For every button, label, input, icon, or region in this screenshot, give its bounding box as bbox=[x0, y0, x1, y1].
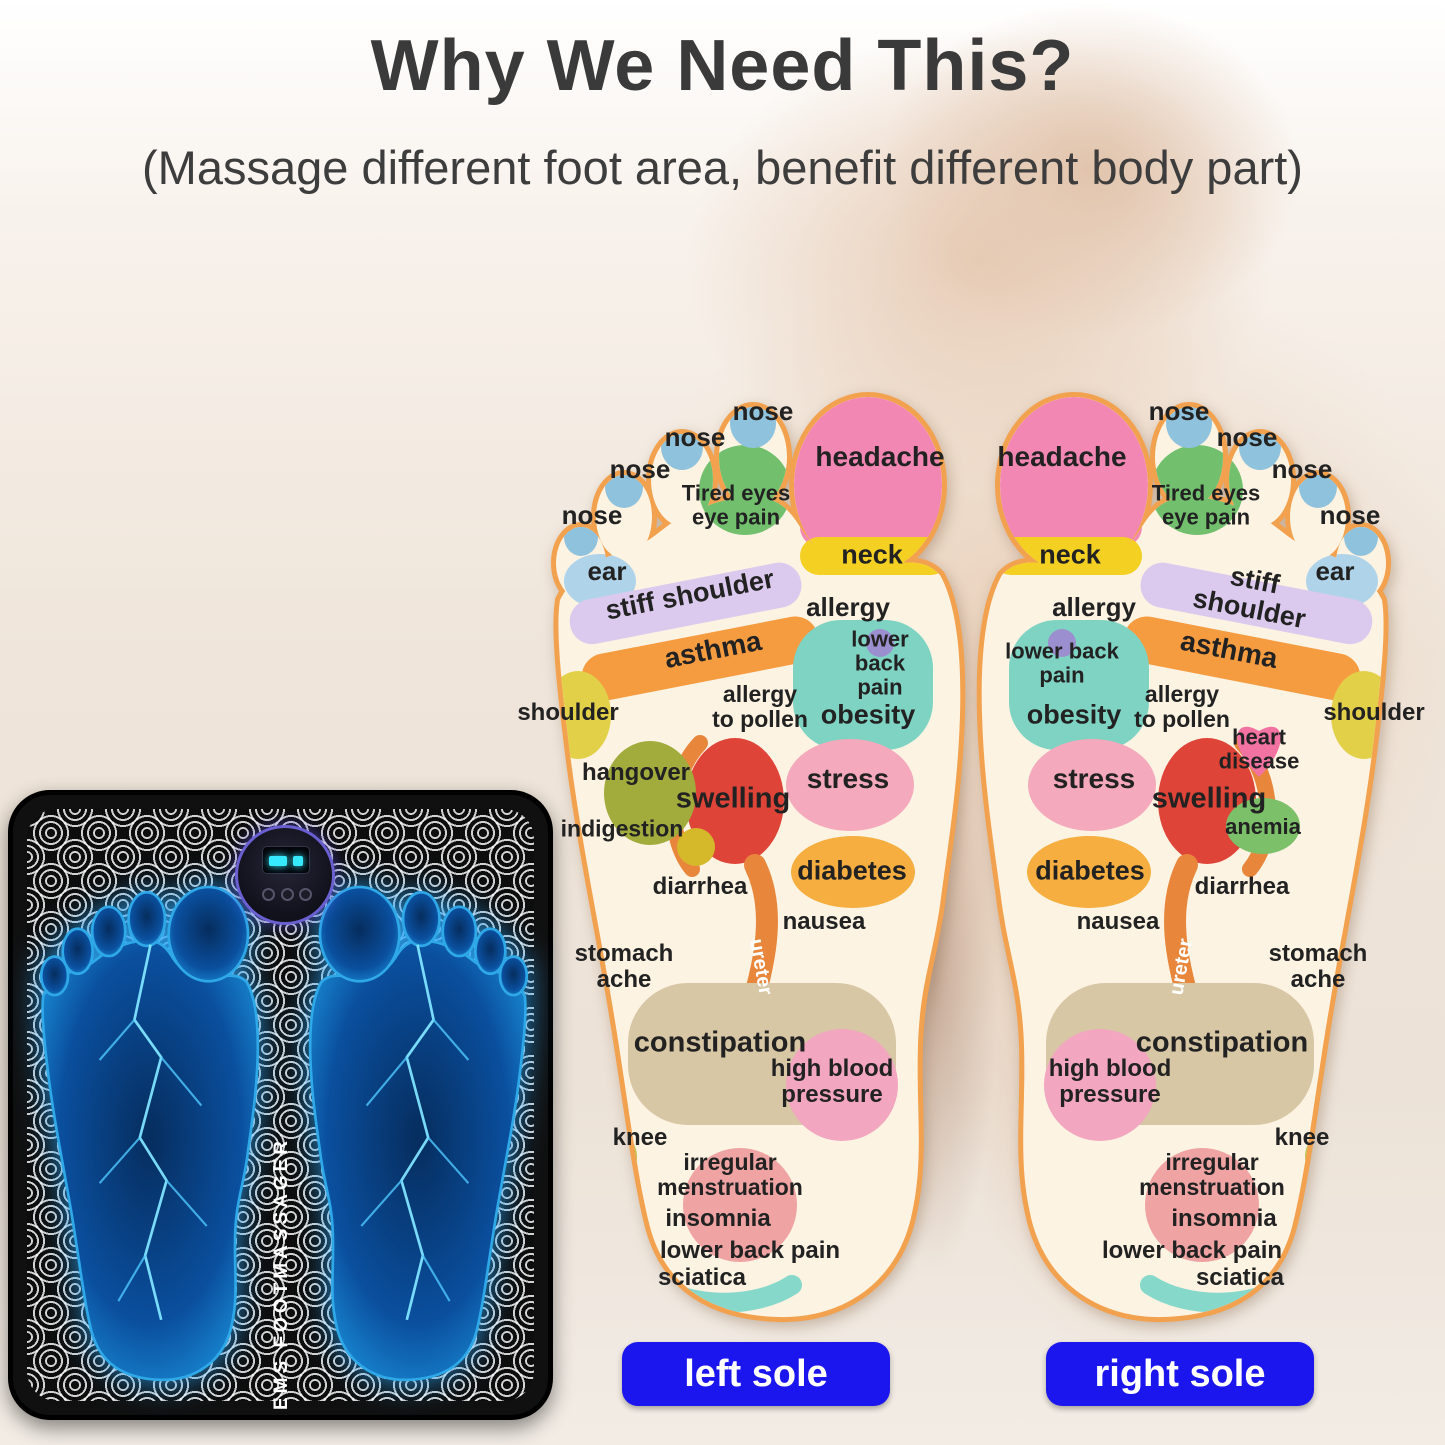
lcd-glow-segment bbox=[293, 856, 303, 866]
header: Why We Need This? (Massage different foo… bbox=[0, 30, 1445, 195]
pad-left-foot-graphic bbox=[38, 875, 263, 1395]
right-sole-button[interactable]: right sole bbox=[1046, 1342, 1314, 1406]
device-button[interactable] bbox=[262, 888, 275, 901]
left-foot-shape bbox=[550, 385, 970, 1335]
right-foot-shape bbox=[972, 385, 1392, 1335]
device-buttons bbox=[262, 888, 312, 901]
product-image: EMS FOOTMASSAGER bbox=[8, 790, 553, 1420]
device-button[interactable] bbox=[280, 888, 294, 901]
control-unit[interactable] bbox=[235, 825, 335, 925]
left-sole-button[interactable]: left sole bbox=[622, 1342, 890, 1406]
lcd-glow-segment bbox=[269, 856, 287, 866]
device-button[interactable] bbox=[299, 888, 312, 901]
pad-right-foot-graphic bbox=[305, 875, 530, 1395]
lcd-screen bbox=[262, 846, 310, 874]
product-brand-text: EMS FOOTMASSAGER bbox=[271, 1136, 292, 1410]
page-title: Why We Need This? bbox=[370, 26, 1075, 106]
page-subtitle: (Massage different foot area, benefit di… bbox=[142, 141, 1303, 194]
